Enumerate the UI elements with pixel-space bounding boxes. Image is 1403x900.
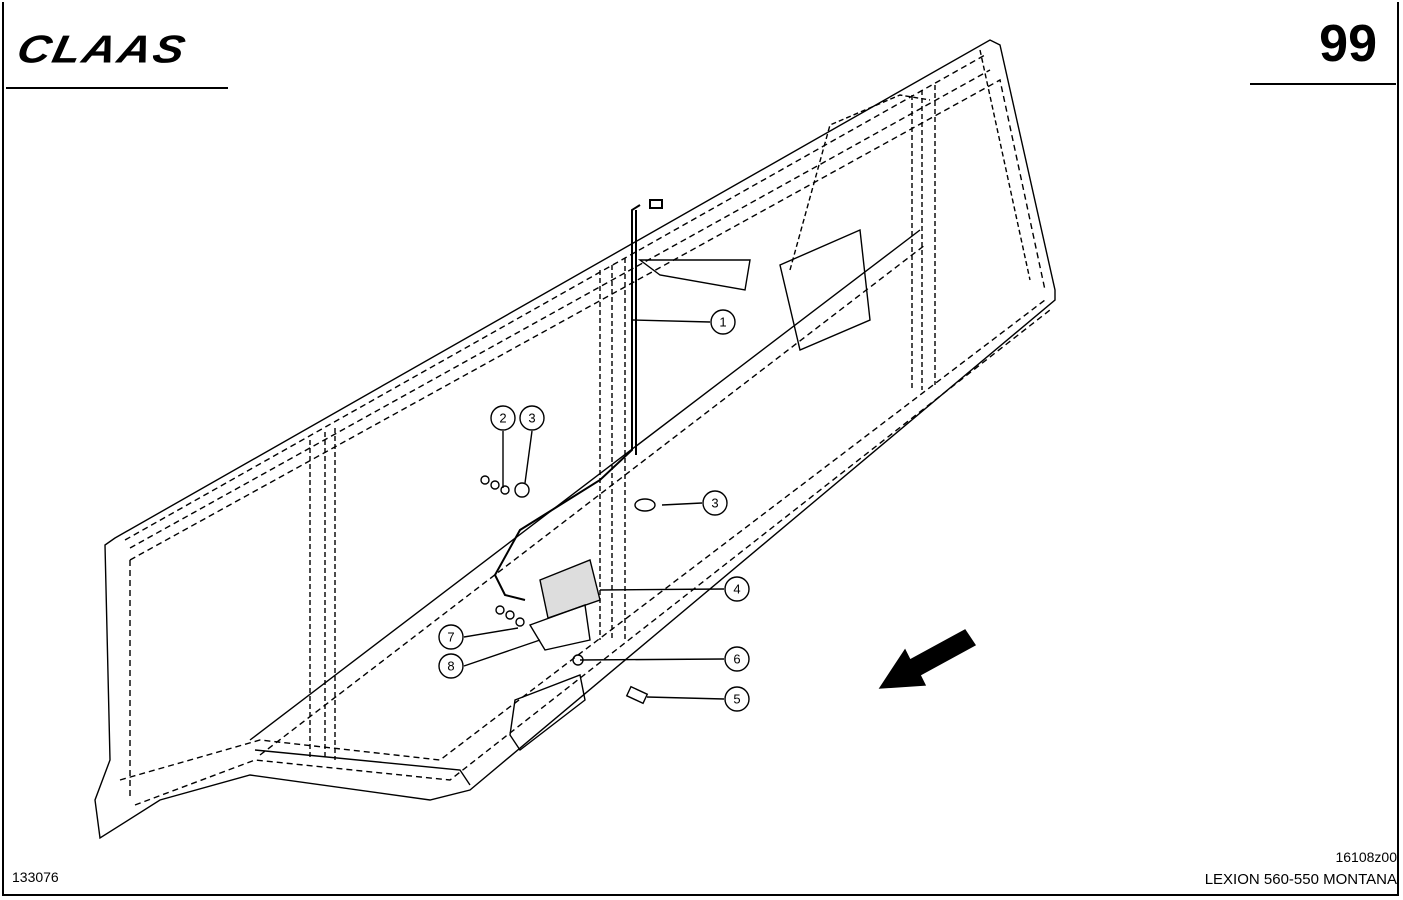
callout-8: 8 [438,653,464,679]
svg-text:8: 8 [447,659,454,674]
callout-5: 5 [724,686,750,712]
callouts: 1 2 3 3 4 5 6 7 8 [438,309,750,712]
svg-text:5: 5 [733,692,740,707]
callout-4: 4 [724,576,750,602]
page-number: 99 [1319,15,1377,73]
svg-text:3: 3 [528,411,535,426]
cab-frame [94,39,1056,840]
wiring-harness [493,199,663,601]
callout-1: 1 [710,309,736,335]
drawing-code: 16108z00 [1335,849,1397,865]
document-id: 133076 [12,869,59,885]
callout-6: 6 [724,646,750,672]
callout-3b: 3 [702,490,728,516]
model-name: LEXION 560-550 MONTANA [1204,871,1397,888]
svg-text:7: 7 [447,630,454,645]
svg-text:6: 6 [733,652,740,667]
svg-text:2: 2 [499,411,506,426]
svg-text:3: 3 [711,496,718,511]
header-rule-right [1250,83,1396,85]
svg-text:4: 4 [733,582,740,597]
direction-arrow [878,629,977,689]
callout-7: 7 [438,624,464,650]
small-parts [480,475,656,705]
header-rule-left [6,87,228,89]
work-lamp [528,559,601,651]
svg-text:1: 1 [719,315,726,330]
callout-3: 3 [519,405,545,431]
callout-2: 2 [490,405,516,431]
